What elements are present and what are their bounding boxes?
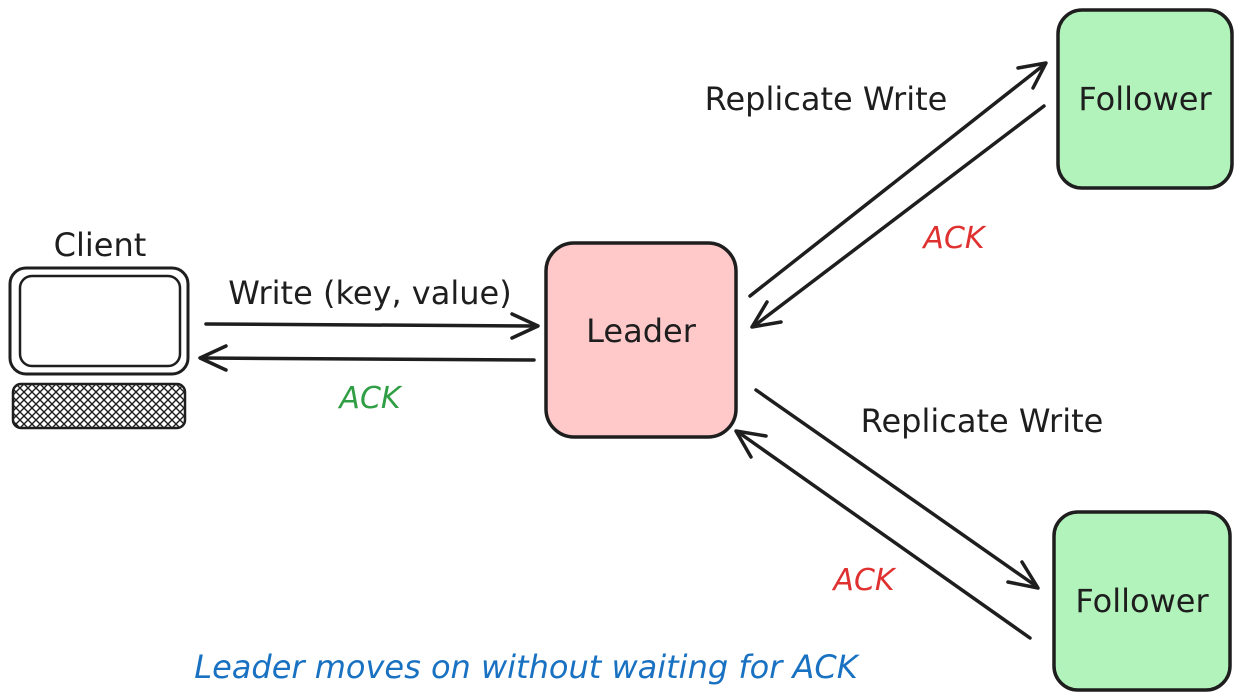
diagram-caption: Leader moves on without waiting for ACK bbox=[194, 648, 860, 686]
replicate-top-arrow bbox=[748, 61, 1048, 298]
follower-top-box bbox=[1056, 8, 1234, 190]
write-arrow bbox=[204, 312, 540, 340]
client-ack-label: ACK bbox=[337, 381, 402, 416]
client-label: Client bbox=[54, 226, 147, 264]
follower-top-label: Follower bbox=[1078, 80, 1212, 118]
ack-bottom-arrow bbox=[734, 429, 1032, 640]
leader-box bbox=[544, 241, 738, 439]
write-label: Write (key, value) bbox=[228, 274, 511, 312]
follower-top-node: Follower bbox=[1056, 8, 1234, 190]
follower-bottom-box bbox=[1052, 510, 1232, 692]
ack-top-label: ACK bbox=[921, 221, 986, 256]
client-computer: Client bbox=[8, 226, 190, 430]
replicate-bottom-arrow bbox=[754, 388, 1040, 590]
client-keyboard bbox=[11, 382, 187, 430]
replicate-bottom-label: Replicate Write bbox=[861, 402, 1104, 440]
follower-bottom-node: Follower bbox=[1052, 510, 1232, 692]
client-monitor-screen bbox=[18, 274, 182, 368]
replicate-top-label: Replicate Write bbox=[705, 80, 948, 118]
ack-top-arrow bbox=[750, 104, 1046, 329]
client-ack-arrow bbox=[198, 344, 536, 372]
leader-label: Leader bbox=[586, 312, 697, 350]
follower-bottom-label: Follower bbox=[1075, 582, 1209, 620]
leader-node: Leader bbox=[544, 241, 738, 439]
ack-bottom-label: ACK bbox=[831, 563, 896, 598]
